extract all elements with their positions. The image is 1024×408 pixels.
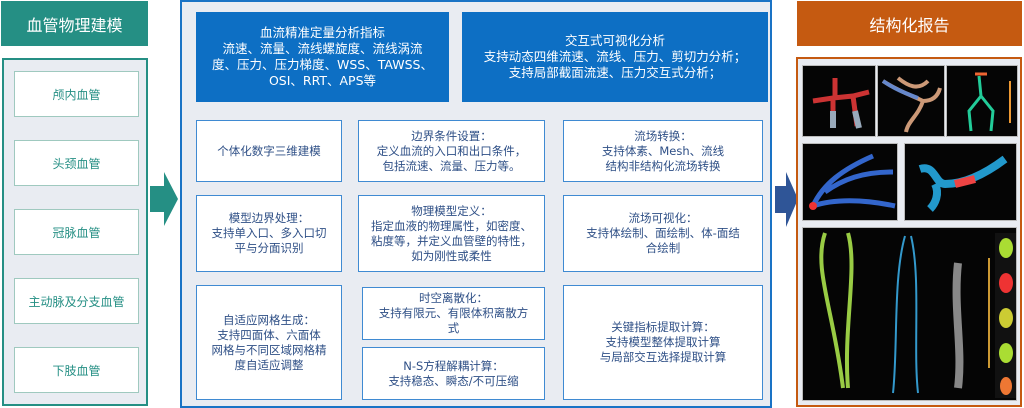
box-text-line: 粘度等，并定义血管壁的特性， bbox=[371, 233, 532, 248]
box-text-line: 物理模型定义： bbox=[411, 203, 492, 218]
box-text-line: 平与分面识别 bbox=[234, 241, 304, 255]
box-text-line: 支持模型整体提取计算 bbox=[605, 335, 721, 349]
flow-visualization-box: 流场可视化：支持体绘制、面绘制、体-面结合绘制 bbox=[563, 195, 763, 272]
discretization-box: 时空离散化：支持有限元、有限体积离散方式 bbox=[362, 287, 545, 340]
report-image bbox=[802, 227, 1017, 401]
box-text-line: 个体化数字三维建模 bbox=[217, 143, 321, 158]
box-text-line: 时空离散化： bbox=[419, 291, 488, 305]
vessel-label: 头颈血管 bbox=[52, 156, 101, 171]
vessel-item: 主动脉及分支血管 bbox=[14, 278, 139, 324]
vessel-item: 冠脉血管 bbox=[14, 209, 139, 255]
box-text-line: 流场可视化： bbox=[628, 211, 698, 225]
right-header: 结构化报告 bbox=[797, 1, 1022, 46]
report-image bbox=[802, 143, 898, 221]
vessel-item: 下肢血管 bbox=[14, 347, 139, 393]
box-text-line: OSI、RRT、APS等 bbox=[268, 73, 377, 88]
report-image bbox=[904, 143, 1017, 221]
physical-model-box: 物理模型定义：指定血液的物理属性，如密度、粘度等，并定义血管壁的特性，如为刚性或… bbox=[358, 195, 545, 272]
flow-metrics-box: 血流精准定量分析指标流速、流量、流线螺旋度、流线涡流度、压力、压力梯度、WSS、… bbox=[196, 12, 449, 102]
box-text-line: 支持体绘制、面绘制、体-面结 bbox=[586, 226, 740, 240]
box-text-line: 合绘制 bbox=[645, 241, 681, 255]
boundary-condition-box: 边界条件设置：定义血流的入口和出口条件，包括流速、流量、压力等。 bbox=[358, 120, 545, 182]
box-text-line: 网格与不同区域网格精 bbox=[211, 342, 327, 357]
vessel-item: 颅内血管 bbox=[14, 71, 139, 117]
3d-modeling-box: 个体化数字三维建模 bbox=[196, 120, 342, 182]
ns-solver-box: N-S方程解耦计算：支持稳态、瞬态/不可压缩 bbox=[362, 347, 545, 400]
vessel-label: 冠脉血管 bbox=[52, 225, 101, 240]
vessel-label: 主动脉及分支血管 bbox=[28, 294, 125, 309]
box-text-line: 自适应网格生成： bbox=[223, 312, 315, 327]
box-text-line: 式 bbox=[447, 321, 460, 335]
box-text-line: 指定血液的物理属性，如密度、 bbox=[371, 218, 532, 233]
box-text-line: 流场转换： bbox=[634, 128, 692, 143]
box-text-line: 与局部交互选择提取计算 bbox=[599, 350, 727, 364]
box-text-line: 定义血流的入口和出口条件， bbox=[376, 143, 527, 158]
left-header: 血管物理建模 bbox=[1, 1, 148, 46]
box-text-line: 支持动态四维流速、流线、压力、剪切力分析； bbox=[483, 49, 747, 64]
box-text-line: 支持单入口、多入口切 bbox=[211, 226, 327, 240]
box-text-line: 模型边界处理： bbox=[228, 211, 310, 225]
box-text-line: 交互式可视化分析 bbox=[564, 33, 665, 48]
report-image bbox=[877, 65, 945, 137]
box-text-line: 如为刚性或柔性 bbox=[411, 248, 492, 263]
vessel-item: 头颈血管 bbox=[14, 140, 139, 186]
report-image bbox=[946, 65, 1018, 137]
right-title: 结构化报告 bbox=[869, 15, 950, 35]
box-text-line: 支持四面体、六面体 bbox=[217, 327, 321, 342]
arrow-right-icon bbox=[150, 172, 178, 226]
box-text-line: N-S方程解耦计算： bbox=[403, 358, 504, 373]
report-image bbox=[802, 65, 876, 137]
adaptive-mesh-box: 自适应网格生成：支持四面体、六面体网格与不同区域网格精度自适应调整 bbox=[196, 285, 342, 400]
box-text-line: 支持体素、Mesh、流线 bbox=[601, 143, 725, 158]
model-boundary-box: 模型边界处理：支持单入口、多入口切平与分面识别 bbox=[196, 195, 342, 272]
vessel-label: 下肢血管 bbox=[52, 363, 101, 378]
box-text-line: 边界条件设置： bbox=[411, 128, 492, 143]
left-title: 血管物理建模 bbox=[26, 15, 123, 35]
arrow-right-icon bbox=[775, 172, 798, 227]
box-text-line: 关键指标提取计算： bbox=[611, 320, 715, 334]
flow-field-conversion-box: 流场转换：支持体素、Mesh、流线结构非结构化流场转换 bbox=[563, 120, 763, 182]
box-text-line: 支持有限元、有限体积离散方 bbox=[378, 306, 529, 320]
box-text-line: 流速、流量、流线螺旋度、流线涡流 bbox=[222, 41, 423, 56]
box-text-line: 结构非结构化流场转换 bbox=[605, 158, 721, 173]
box-text-line: 度自适应调整 bbox=[234, 357, 304, 372]
box-text-line: 支持稳态、瞬态/不可压缩 bbox=[388, 373, 519, 388]
vessel-list-panel: 颅内血管 头颈血管 冠脉血管 主动脉及分支血管 下肢血管 bbox=[2, 58, 148, 406]
interactive-visualization-box: 交互式可视化分析支持动态四维流速、流线、压力、剪切力分析；支持局部截面流速、压力… bbox=[462, 12, 768, 102]
box-text-line: 包括流速、流量、压力等。 bbox=[382, 158, 521, 173]
box-text-line: 度、压力、压力梯度、WSS、TAWSS、 bbox=[212, 57, 433, 72]
key-metrics-box: 关键指标提取计算：支持模型整体提取计算与局部交互选择提取计算 bbox=[563, 285, 763, 400]
vessel-label: 颅内血管 bbox=[52, 87, 101, 102]
box-text-line: 支持局部截面流速、压力交互式分析； bbox=[508, 65, 722, 80]
report-images-panel bbox=[796, 57, 1022, 407]
box-text-line: 血流精准定量分析指标 bbox=[259, 25, 385, 40]
